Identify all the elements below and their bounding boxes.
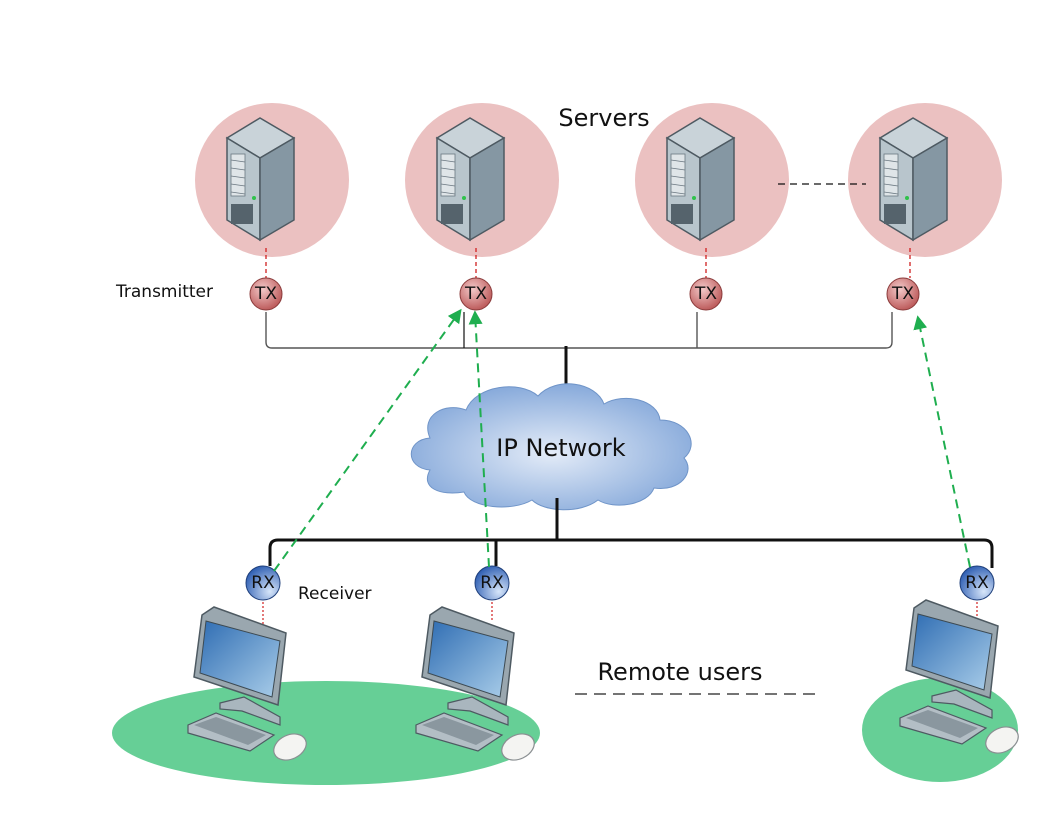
rx-label: RX [251,573,275,593]
server-2[interactable] [405,103,559,257]
ip-network-cloud[interactable]: IP Network [410,383,692,511]
arrow-client1-to-server2 [273,308,462,572]
rx-node-3[interactable]: RX [959,565,995,601]
server-icon [666,117,735,241]
server-4[interactable] [848,103,1002,257]
tx-label: TX [464,284,487,304]
server-icon [226,117,295,241]
tx-label: TX [694,284,717,304]
server-tx-links [265,248,911,278]
arrow-client3-to-server4 [913,315,971,568]
client-bus [268,538,994,568]
tx-node-2[interactable]: TX [459,277,493,311]
user-area-group-1 [112,681,540,785]
transmitter-label: Transmitter [115,282,213,302]
server-1[interactable] [195,103,349,257]
servers-title: Servers [558,104,649,132]
tx-node-4[interactable]: TX [886,277,920,311]
receiver-label: Receiver [298,584,372,604]
server-bus [265,312,893,349]
request-arrows [273,308,971,572]
server-icon [436,117,505,241]
tx-label: TX [891,284,914,304]
network-label: IP Network [496,434,625,462]
tx-node-1[interactable]: TX [249,277,283,311]
remote-users-label: Remote users [597,658,762,686]
tx-node-3[interactable]: TX [689,277,723,311]
rx-label: RX [965,573,989,593]
rx-client-links [262,602,978,624]
server-icon [879,117,948,241]
server-3[interactable] [635,103,789,257]
tx-label: TX [254,284,277,304]
rx-label: RX [480,573,504,593]
rx-node-1[interactable]: RX [245,565,281,601]
rx-node-2[interactable]: RX [474,565,510,601]
arrow-client2-to-server2 [468,310,490,568]
